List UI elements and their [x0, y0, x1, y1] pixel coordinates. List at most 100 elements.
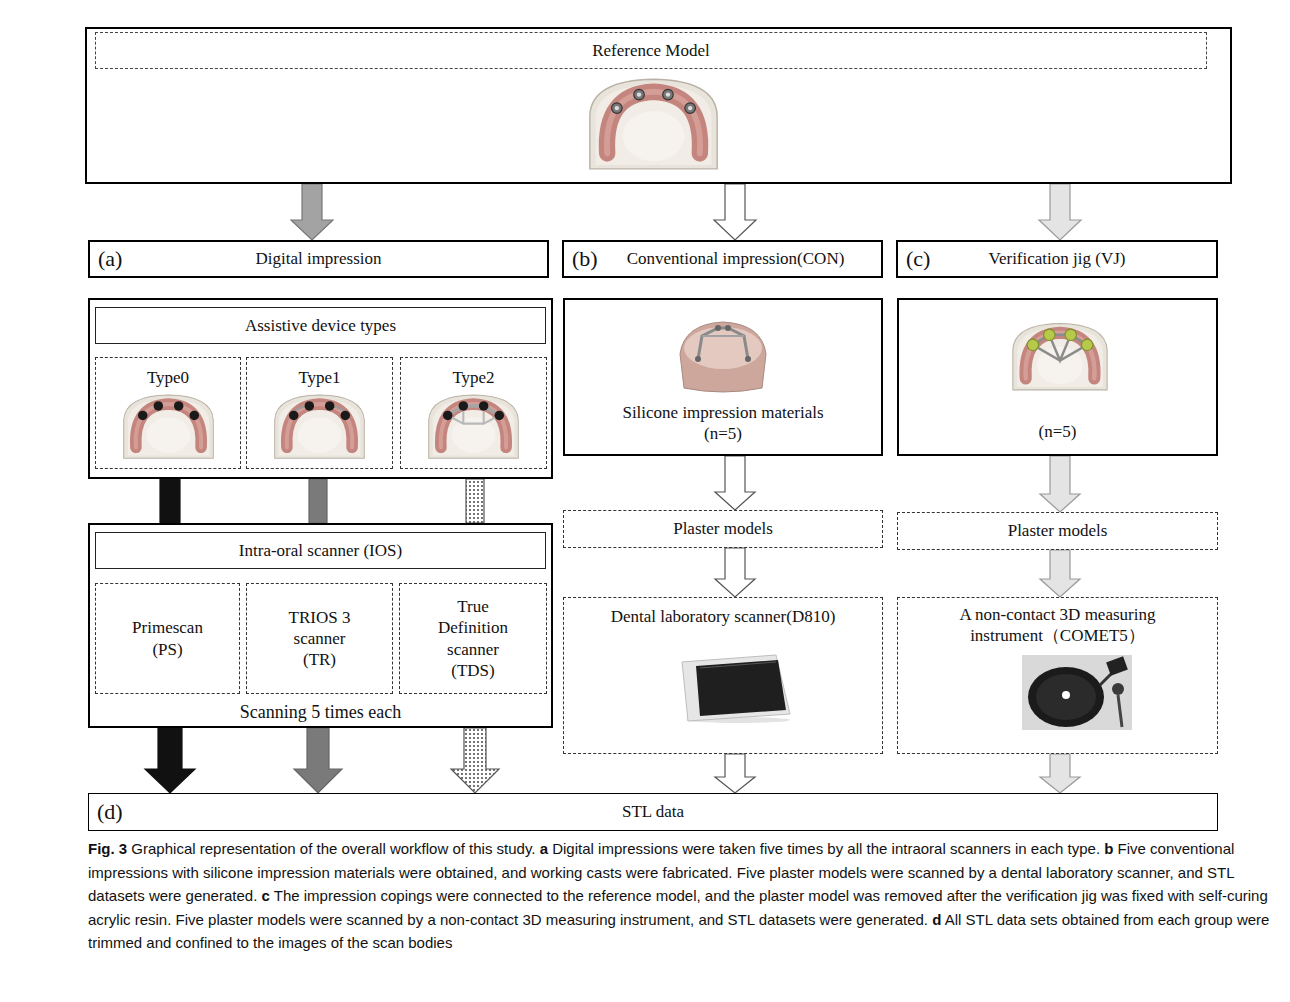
- verification-jig-figure-part: [1033, 335, 1087, 361]
- caption-word: each: [1153, 911, 1190, 928]
- caption-word: generated.: [181, 887, 257, 904]
- caption-word: non-contact: [436, 911, 519, 928]
- caption-word: models: [253, 911, 306, 928]
- box-label: TRIOS 3 scanner (TR): [282, 607, 357, 671]
- caption-word: to: [232, 934, 249, 951]
- caption-word: after: [943, 887, 977, 904]
- panel-letter: (d): [89, 798, 135, 826]
- block-arrow: [1040, 550, 1080, 597]
- caption-word: working: [527, 864, 583, 881]
- measuring-instrument-figure-part: [1036, 674, 1096, 720]
- caption-word: verification: [1002, 887, 1078, 904]
- box-label: A non-contact 3D measuring instrument（CO…: [933, 604, 1183, 647]
- block-arrow: [1039, 184, 1081, 240]
- caption-word: were: [867, 864, 904, 881]
- caption-word: a: [536, 840, 549, 857]
- group-box: Assistive device typesType0Type1Type2: [88, 298, 553, 479]
- type0-figure-part: [124, 395, 214, 458]
- verification-jig-figure-part: [1065, 329, 1076, 340]
- caption-word: the: [249, 934, 274, 951]
- type2-figure-part: [448, 406, 500, 424]
- type0-figure: [124, 395, 214, 458]
- silicone-impression-figure-part: [698, 328, 748, 359]
- caption-word: intraoral: [887, 840, 945, 857]
- caption-word: Graphical: [127, 840, 195, 857]
- block-arrow: [715, 456, 755, 510]
- caption-word: measuring: [542, 911, 616, 928]
- caption-word: fixed: [1128, 887, 1164, 904]
- lab-scanner-figure-part: [682, 655, 790, 721]
- measuring-instrument-figure-part: [1118, 695, 1122, 727]
- caption-word: d: [928, 911, 941, 928]
- connector-bar: [309, 479, 327, 523]
- caption-word: times: [783, 840, 823, 857]
- silicone-impression-figure-part: [695, 356, 701, 362]
- box-label: Reference Model: [95, 32, 1207, 69]
- box-label: Dental laboratory scanner(D810): [611, 606, 836, 627]
- caption-word: impressions: [594, 840, 678, 857]
- caption-word: conventional: [1146, 840, 1234, 857]
- caption-word: scan: [368, 934, 404, 951]
- caption-word: were: [815, 911, 852, 928]
- measuring-instrument-figure-part: [1112, 683, 1124, 695]
- reference-model-figure-part: [590, 79, 717, 169]
- caption-word: were: [306, 911, 343, 928]
- box-label: Type1: [298, 367, 340, 388]
- caption-word: impression: [253, 864, 330, 881]
- caption-word: removed: [880, 887, 943, 904]
- reference-model-figure: [590, 79, 717, 169]
- silicone-impression-figure-part: [715, 325, 721, 331]
- lab-scanner-figure: [682, 655, 790, 723]
- caption-word: silicone: [199, 864, 253, 881]
- caption-word: were: [145, 887, 182, 904]
- caption-word: type.: [1063, 840, 1100, 857]
- caption-word: the: [312, 840, 337, 857]
- caption-word: plaster: [765, 864, 814, 881]
- process-box: Plaster models: [897, 512, 1218, 550]
- caption-word: and: [694, 911, 723, 928]
- lab-scanner-figure-part: [700, 662, 776, 668]
- caption-word: images: [274, 934, 327, 951]
- caption-word: trimmed: [88, 934, 142, 951]
- caption-word: from: [1119, 911, 1153, 928]
- caption-word: laboratory: [1042, 864, 1113, 881]
- caption-word: were: [432, 887, 469, 904]
- caption-word: a: [984, 864, 997, 881]
- block-arrow: [451, 728, 499, 793]
- caption-word: the: [977, 887, 1002, 904]
- caption-word: overall: [337, 840, 385, 857]
- caption-word: fabricated.: [658, 864, 732, 881]
- caption-word: datasets: [755, 911, 816, 928]
- caption-word: with: [168, 864, 199, 881]
- block-arrow: [1040, 754, 1080, 793]
- caption-word: were: [395, 864, 432, 881]
- reference-model-figure-part: [612, 89, 696, 113]
- caption-word: STL: [961, 911, 992, 928]
- caption-word: was: [1097, 887, 1128, 904]
- type-box: Type0: [95, 357, 241, 469]
- caption-word: STL: [723, 911, 754, 928]
- reference-model-box: Reference Model: [85, 27, 1232, 184]
- caption-word: instrument,: [616, 911, 694, 928]
- type2-figure: [429, 395, 519, 458]
- caption-word: was: [849, 887, 880, 904]
- block-arrow: [714, 184, 756, 240]
- box-label: STL data: [135, 801, 1171, 822]
- caption-word: datasets: [88, 887, 145, 904]
- caption-word: by: [964, 864, 984, 881]
- panel-letter: (c): [898, 245, 944, 273]
- type1-figure: [275, 395, 365, 458]
- panel-letter: (b): [564, 245, 610, 273]
- verification-jig-figure-part: [1044, 329, 1055, 340]
- verification-jig-figure-part: [1027, 339, 1038, 350]
- caption-word: bodies: [404, 934, 452, 951]
- caption-word: materials: [330, 864, 395, 881]
- verification-jig-figure-part: [1081, 339, 1092, 350]
- caption-word: and: [142, 934, 171, 951]
- caption-word: self-curing: [1194, 887, 1267, 904]
- caption-word: model,: [652, 887, 701, 904]
- section-header: (c)Verification jig (VJ): [896, 240, 1218, 278]
- caption-word: model: [804, 887, 849, 904]
- group-title: Intra-oral scanner (IOS): [95, 532, 546, 569]
